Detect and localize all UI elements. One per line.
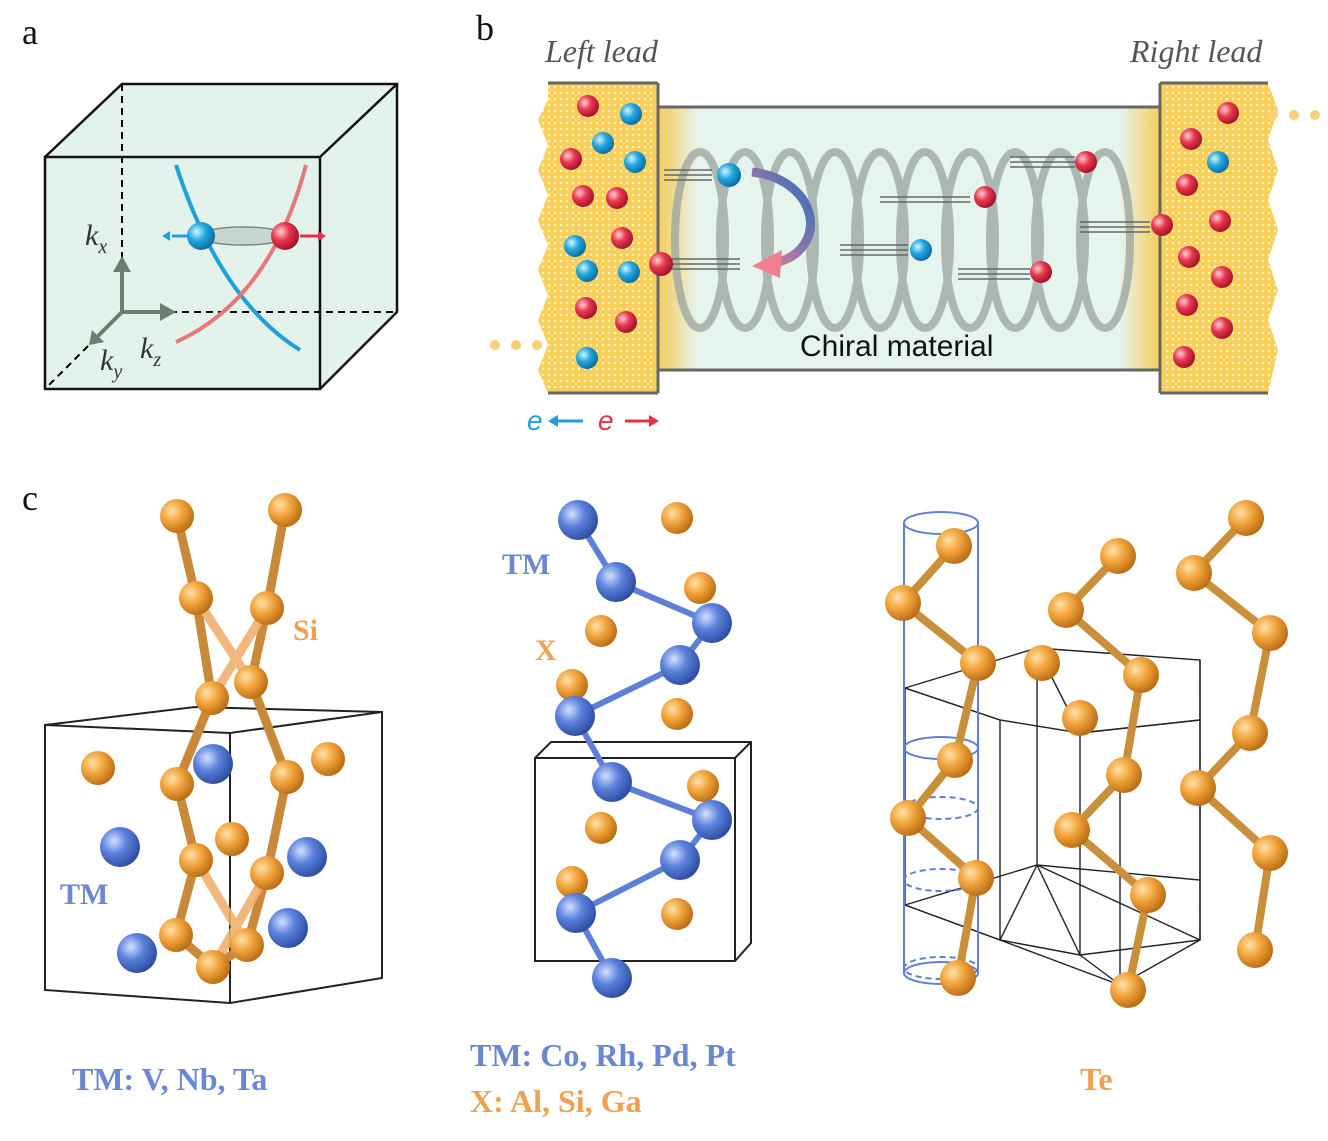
structure-2: TM X TM: Co, Rh, Pd, Pt X: Al, Si, Ga: [470, 500, 752, 1119]
moving-electrons: [649, 151, 1173, 283]
red-band-curve: [175, 164, 308, 344]
tm-label-1: TM: [60, 878, 108, 911]
tm-label-2: TM: [502, 548, 550, 581]
blue-band-curve: [174, 164, 302, 352]
kx-label: kx: [85, 219, 107, 258]
caption-2-tm: TM: Co, Rh, Pd, Pt: [470, 1037, 736, 1073]
panel-a: a kx ky kz: [22, 12, 399, 391]
caption-1: TM: V, Nb, Ta: [72, 1061, 267, 1097]
caption-2-x: X: Al, Si, Ga: [470, 1083, 642, 1119]
e-right-symbol: e: [598, 405, 614, 436]
panel-c: c: [22, 478, 1288, 1119]
right-lead-title: Right lead: [1129, 33, 1263, 69]
panel-b: b Left lead Right lead Chiral material: [476, 8, 1320, 436]
ellipsis-dots: [490, 110, 1320, 350]
left-lead-electrons: [560, 95, 646, 369]
structure-1: Si TM TM: V, Nb, Ta: [44, 493, 383, 1097]
blue-electron: [187, 222, 215, 250]
structure-3: Te: [885, 500, 1288, 1097]
panel-a-label: a: [22, 12, 38, 52]
ky-label: ky: [100, 344, 122, 383]
x-label: X: [535, 634, 557, 667]
si-label: Si: [293, 614, 318, 647]
kz-label: kz: [140, 332, 161, 371]
left-lead-block: [538, 83, 658, 393]
red-electron: [271, 222, 299, 250]
right-lead-electrons: [1173, 102, 1239, 368]
panel-b-label: b: [476, 8, 494, 48]
right-lead-block: [1160, 83, 1278, 393]
caption-3: Te: [1080, 1061, 1113, 1097]
cube-outline: [43, 82, 399, 391]
chiral-material-label: Chiral material: [800, 330, 993, 363]
e-left-symbol: e: [527, 405, 543, 436]
panel-c-label: c: [22, 478, 38, 518]
spin-flip-arrow: [751, 167, 815, 268]
left-lead-title: Left lead: [544, 33, 659, 69]
spin-legend: e e: [527, 405, 659, 436]
k-axes: [89, 256, 176, 345]
